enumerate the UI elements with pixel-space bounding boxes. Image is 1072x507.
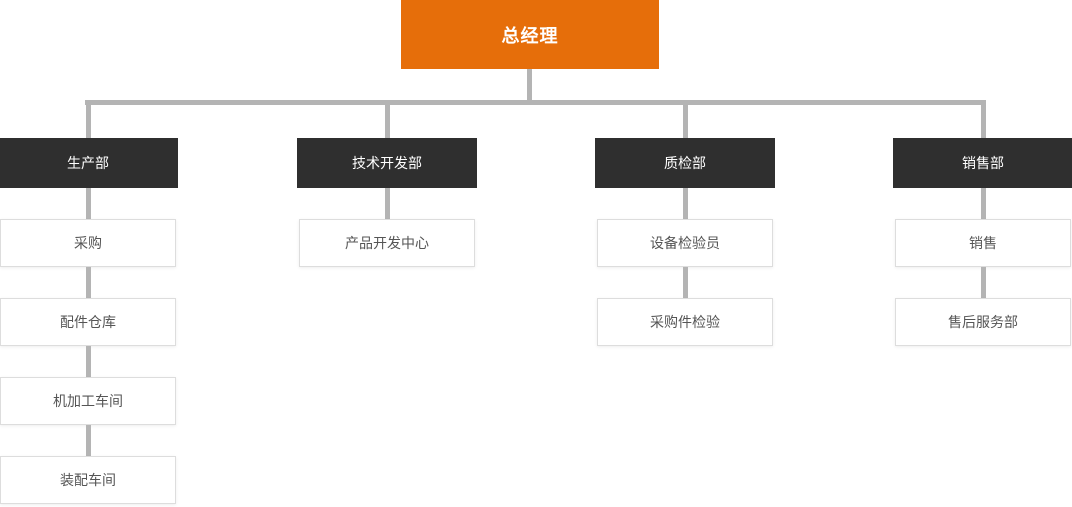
connector-stub: [682, 105, 688, 138]
org-node-purchased-parts-inspection: 采购件检验: [597, 298, 773, 346]
connector-horizontal-bar: [85, 100, 986, 105]
org-node-equipment-inspector: 设备检验员: [597, 219, 773, 267]
connector-stub: [85, 105, 91, 138]
org-node-purchasing: 采购: [0, 219, 176, 267]
connector-stub: [980, 188, 986, 219]
connector-stub: [980, 267, 986, 298]
org-node-assembly-workshop: 装配车间: [0, 456, 176, 504]
org-node-root: 总经理: [401, 0, 659, 69]
connector-stub: [682, 267, 688, 298]
org-node-parts-warehouse: 配件仓库: [0, 298, 176, 346]
org-node-dept-tech-development: 技术开发部: [297, 138, 477, 188]
org-node-dept-sales: 销售部: [893, 138, 1072, 188]
connector-stub: [85, 346, 91, 377]
org-node-machining-workshop: 机加工车间: [0, 377, 176, 425]
connector-stub: [85, 267, 91, 298]
connector-stub: [980, 105, 986, 138]
org-node-product-dev-center: 产品开发中心: [299, 219, 475, 267]
org-node-sales: 销售: [895, 219, 1071, 267]
org-column-quality-inspection: 质检部 设备检验员 采购件检验: [595, 105, 775, 346]
connector-stub: [85, 425, 91, 456]
connector-stub: [384, 188, 390, 219]
org-node-after-sales-service: 售后服务部: [895, 298, 1071, 346]
connector-stub: [85, 188, 91, 219]
org-column-tech-development: 技术开发部 产品开发中心: [297, 105, 477, 267]
org-node-dept-production: 生产部: [0, 138, 178, 188]
connector-stub: [384, 105, 390, 138]
connector-root-stub: [527, 69, 532, 100]
connector-stub: [682, 188, 688, 219]
org-column-production: 生产部 采购 配件仓库 机加工车间 装配车间: [0, 105, 178, 504]
org-column-sales: 销售部 销售 售后服务部: [893, 105, 1072, 346]
org-node-dept-quality-inspection: 质检部: [595, 138, 775, 188]
